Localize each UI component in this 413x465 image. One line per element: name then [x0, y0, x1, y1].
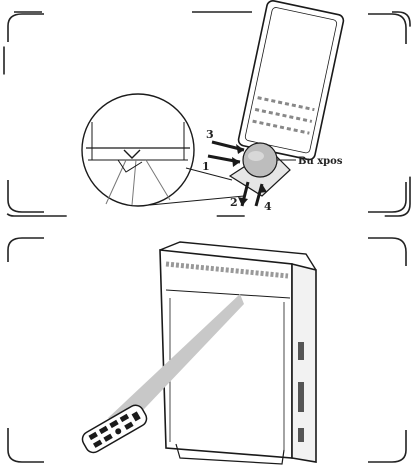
step-1-label: 1 [202, 160, 210, 173]
step-4-label: 4 [264, 200, 272, 213]
handheld-remote [81, 404, 148, 454]
battery-replacement-drawing: Bu xpos 3 1 2 4 [3, 0, 411, 217]
remote-usage-drawing [7, 237, 407, 465]
zoom-detail [81, 93, 195, 207]
appliance-unit [159, 241, 317, 465]
battery-replacement-illustration: Bu xpos 3 1 2 4 [0, 0, 413, 225]
step-3-label: 3 [206, 128, 214, 141]
remote-control [237, 0, 345, 161]
step-2-label: 2 [230, 196, 238, 209]
battery-callout-label: Bu xpos [298, 156, 343, 167]
remote-usage-illustration [0, 232, 413, 465]
signal-beam [108, 294, 244, 428]
top-frame [3, 11, 411, 217]
